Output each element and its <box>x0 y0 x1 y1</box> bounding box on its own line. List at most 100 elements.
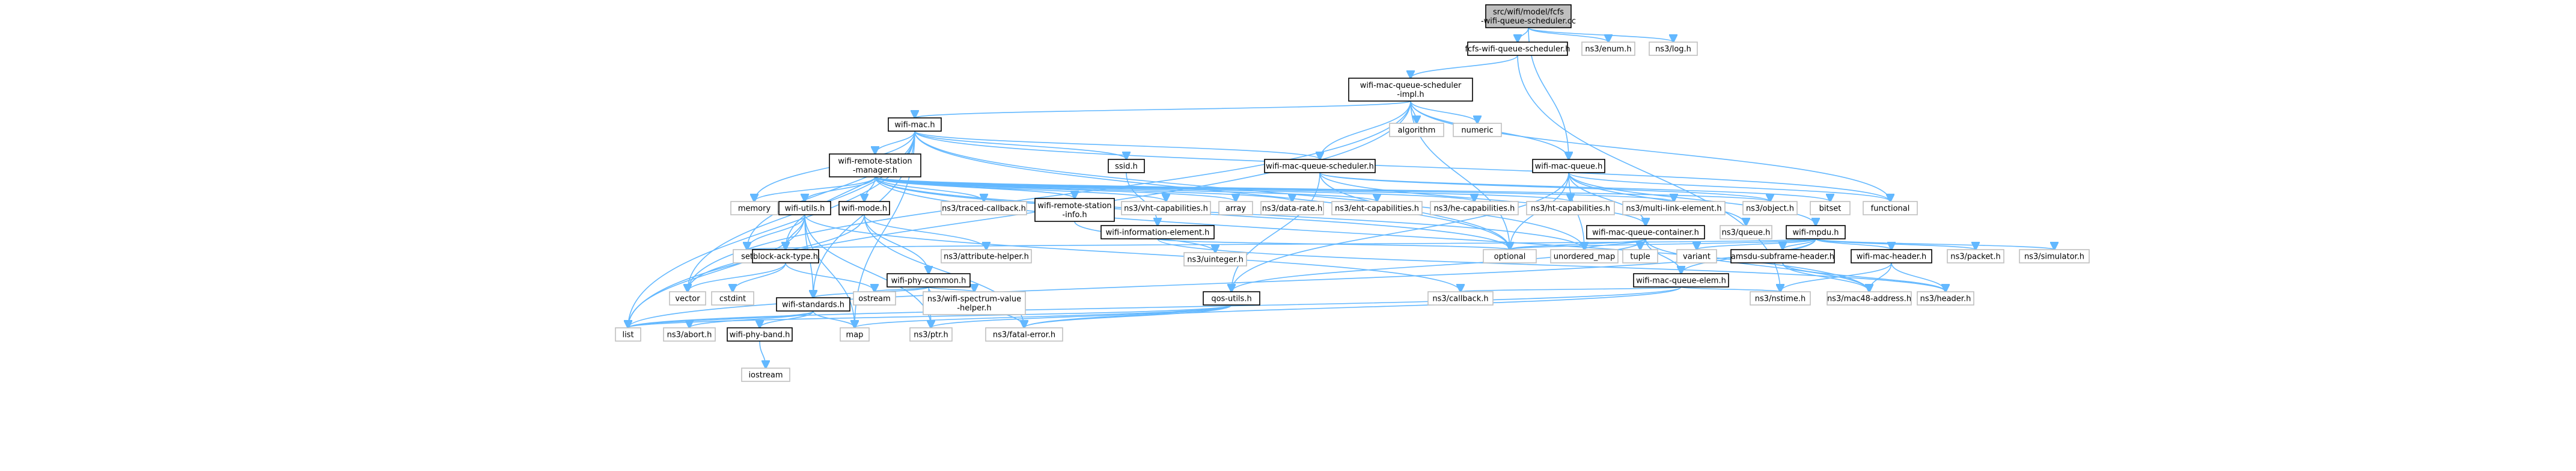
node-box <box>1485 4 1572 28</box>
node-label: tuple <box>1630 253 1650 262</box>
node-wmq[interactable]: wifi-mac-queue.h <box>1532 159 1605 173</box>
node-wifi_mode[interactable]: wifi-mode.h <box>838 201 890 215</box>
node-fcfs_h[interactable]: fcfs-wifi-queue-scheduler.h <box>1465 42 1570 56</box>
node-label: -info.h <box>1062 211 1087 220</box>
node-wifi_mac[interactable]: wifi-mac.h <box>888 117 942 132</box>
node-box <box>1348 78 1473 102</box>
node-box <box>1453 123 1502 137</box>
node-label: ns3/attribute-helper.h <box>944 253 1029 262</box>
node-box <box>1427 291 1494 306</box>
node-box <box>853 291 896 306</box>
node-unordered_map: unordered_map <box>1550 249 1619 263</box>
node-ptr: ns3/ptr.h <box>909 327 953 342</box>
edge-wmq-to-wifi_mpdu <box>1568 172 1816 226</box>
node-label: ns3/packet.h <box>1950 253 2001 262</box>
node-amsdu[interactable]: amsdu-subframe-header.h <box>1730 249 1835 263</box>
node-vht_cap: ns3/vht-capabilities.h <box>1121 201 1211 215</box>
node-label: ns3/queue.h <box>1722 229 1771 238</box>
edge-wmqe-to-nstime <box>1680 287 1780 292</box>
node-log_h: ns3/log.h <box>1649 42 1698 56</box>
edge-qos_utils-to-list <box>628 304 1232 328</box>
node-label: ns3/header.h <box>1920 295 1971 304</box>
node-box <box>730 201 778 215</box>
node-box <box>1467 42 1568 56</box>
node-packet: ns3/packet.h <box>1947 249 2004 263</box>
node-block_ack[interactable]: block-ack-type.h <box>752 249 819 263</box>
edge-wrsm-to-object <box>874 176 1770 202</box>
node-qos_utils[interactable]: qos-utils.h <box>1203 291 1260 306</box>
edge-wrsm-to-mac48 <box>874 176 1869 292</box>
node-wmqs_impl[interactable]: wifi-mac-queue-scheduler-impl.h <box>1348 78 1473 102</box>
node-box <box>1742 201 1798 215</box>
edge-wmq-to-functional <box>1568 172 1890 202</box>
node-label: wifi-mac-queue-scheduler <box>1360 81 1462 90</box>
node-box <box>985 327 1063 342</box>
node-ssid[interactable]: ssid.h <box>1108 159 1145 173</box>
node-box <box>1676 249 1717 263</box>
edge-wrsm-to-data_rate <box>874 176 1292 202</box>
node-wifi_phy_band[interactable]: wifi-phy-band.h <box>727 327 793 342</box>
node-enum_h: ns3/enum.h <box>1581 42 1635 56</box>
node-iostream: iostream <box>741 368 790 382</box>
node-box <box>923 291 1026 315</box>
edge-wmh-to-mac48 <box>1869 262 1892 292</box>
edge-wrsm-to-memory <box>754 176 876 202</box>
node-box <box>1851 249 1932 263</box>
node-functional: functional <box>1863 201 1918 215</box>
node-wifi_standards[interactable]: wifi-standards.h <box>776 297 850 312</box>
edge-wifi_mpdu-to-variant <box>1697 238 1816 250</box>
node-box <box>1810 201 1851 215</box>
edge-wifi_mode-to-wifi_phy_common <box>864 214 929 274</box>
node-label: wifi-phy-common.h <box>891 277 966 286</box>
node-label: list <box>622 331 633 340</box>
node-box <box>1331 201 1423 215</box>
node-box <box>1389 123 1444 137</box>
edge-wifi_mac-to-wrsm <box>875 131 915 154</box>
node-wifi_utils[interactable]: wifi-utils.h <box>778 201 831 215</box>
node-wrsm[interactable]: wifi-remote-station-manager.h <box>829 153 921 177</box>
edge-wmq-to-queue_h <box>1568 172 1746 226</box>
edge-wmqs_impl-to-wifi_mac <box>915 100 1411 118</box>
node-label: ns3/uinteger.h <box>1187 256 1244 265</box>
edge-wifi_mpdu-to-optional <box>1510 238 1816 250</box>
node-label: numeric <box>1461 126 1493 135</box>
node-label: bitset <box>1819 205 1842 214</box>
node-box <box>752 249 819 263</box>
node-wmqc[interactable]: wifi-mac-queue-container.h <box>1586 225 1705 239</box>
node-nstime: ns3/nstime.h <box>1750 291 1811 306</box>
edge-wifi_standards-to-wifi_phy_band <box>760 310 814 328</box>
node-fatal: ns3/fatal-error.h <box>985 327 1063 342</box>
node-label: ns3/ptr.h <box>914 331 948 340</box>
node-box <box>1827 291 1912 306</box>
node-label: wifi-information-element.h <box>1106 229 1210 238</box>
node-box <box>1649 42 1698 56</box>
node-simulator: ns3/simulator.h <box>2019 249 2090 263</box>
node-wmh[interactable]: wifi-mac-header.h <box>1851 249 1932 263</box>
node-data_rate: ns3/data-rate.h <box>1260 201 1324 215</box>
edge-qos_utils-to-map <box>855 304 1232 328</box>
node-box <box>1034 198 1115 222</box>
node-label: wifi-mode.h <box>841 205 887 214</box>
node-wsvh: ns3/wifi-spectrum-value-helper.h <box>923 291 1026 315</box>
node-wie[interactable]: wifi-information-element.h <box>1100 225 1215 239</box>
node-label: -impl.h <box>1397 90 1424 99</box>
node-wrs_info[interactable]: wifi-remote-station-info.h <box>1034 198 1115 222</box>
edge-wmqs_impl-to-numeric <box>1410 100 1477 123</box>
node-label: ns3/object.h <box>1746 205 1794 214</box>
edge-wifi_utils-to-set <box>747 214 805 250</box>
node-wmqs[interactable]: wifi-mac-queue-scheduler.h <box>1264 159 1376 173</box>
node-label: vector <box>675 295 700 304</box>
node-ostream: ostream <box>853 291 896 306</box>
node-wifi_phy_common[interactable]: wifi-phy-common.h <box>887 273 971 288</box>
node-label: ns3/multi-link-element.h <box>1626 205 1721 214</box>
edge-root-to-fcfs_h <box>1518 27 1529 42</box>
node-wifi_mpdu[interactable]: wifi-mpdu.h <box>1786 225 1846 239</box>
node-wmqe[interactable]: wifi-mac-queue-elem.h <box>1633 273 1729 288</box>
node-box <box>838 201 890 215</box>
node-box <box>941 249 1032 263</box>
node-callback: ns3/callback.h <box>1427 291 1494 306</box>
edge-amsdu-to-header <box>1782 262 1946 292</box>
node-label: -wifi-queue-scheduler.cc <box>1481 17 1576 26</box>
node-label: ns3/vht-capabilities.h <box>1124 205 1208 214</box>
